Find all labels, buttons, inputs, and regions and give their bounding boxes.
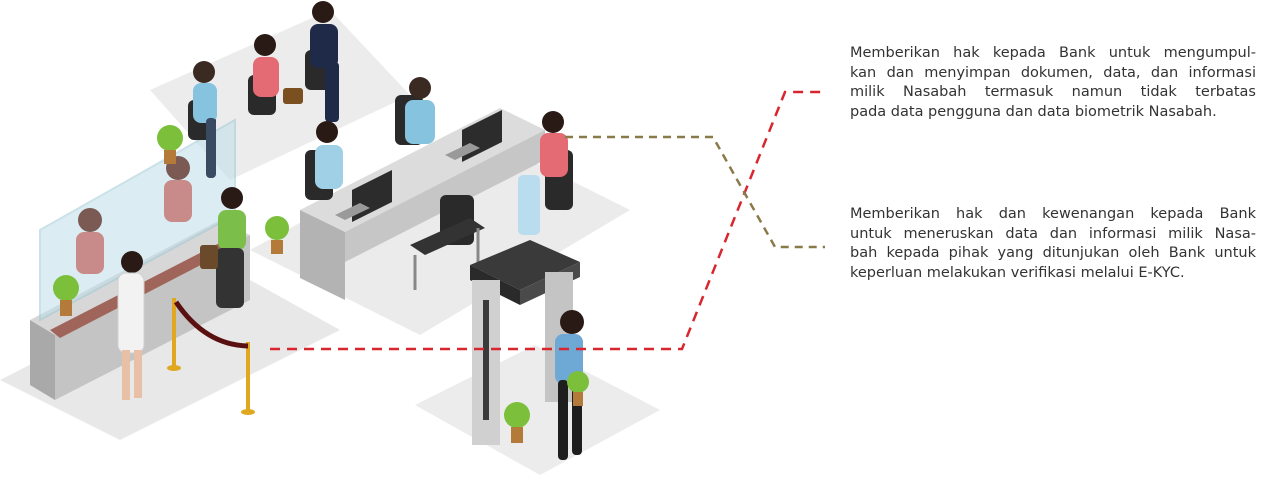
seated-customer [518, 111, 573, 235]
staff-1 [395, 77, 435, 145]
connector-olive [565, 135, 825, 249]
empty-chair [410, 195, 485, 290]
plant-5 [567, 371, 589, 406]
stanchion-1 [172, 298, 176, 368]
waiting-person-3 [305, 1, 339, 122]
queue-woman-2 [200, 187, 246, 308]
waiting-person-1 [188, 61, 217, 178]
text-paragraph-2: Memberikan hak dan kewenangan kepada Ban… [850, 205, 1256, 283]
counter-side [55, 235, 250, 400]
counter-wood [50, 235, 245, 338]
paragraph-1-line-3: milik Nasabah termasuk namun tidak terba… [850, 84, 1256, 101]
floor-left [0, 266, 340, 440]
teller-head [78, 208, 102, 232]
paragraph-2-line-4: keperluan melakukan verifikasi melalui E… [850, 264, 1185, 281]
stanchion-2-base [241, 409, 255, 415]
waiting-person-2 [248, 34, 303, 115]
teller-body [76, 232, 104, 274]
keyboard-2 [445, 143, 480, 160]
staff-2 [305, 121, 343, 200]
teller-body-2 [164, 180, 192, 222]
counter-front [30, 320, 55, 400]
paragraph-1-line-1: Memberikan hak kepada Bank untuk mengump… [850, 45, 1256, 61]
keyboard [335, 203, 370, 220]
connector-red [270, 90, 825, 351]
paragraph-1-line-4: pada data pengguna dan data biometrik Na… [850, 103, 1217, 120]
plant-3 [265, 216, 289, 254]
queue-woman-1 [117, 251, 145, 400]
plant-2 [53, 275, 79, 316]
paragraph-2-line-1: Memberikan hak dan kewenangan kepada Ban… [850, 206, 1256, 222]
stanchion-1-base [167, 365, 181, 371]
floor-gate [415, 345, 660, 475]
paragraph-1-line-2: kan dan menyimpan dokumen, data, dan inf… [850, 64, 1256, 81]
paragraph-2-line-3: bah kepada pihak yang ditunjukan oleh Ba… [850, 245, 1256, 262]
paragraph-2-line-2: untuk meneruskan data dan informasi mili… [850, 225, 1256, 242]
plant-4 [504, 402, 530, 443]
plant-1 [157, 125, 183, 164]
queue-rope [173, 300, 249, 349]
desk-front [300, 210, 345, 300]
stanchion-2 [246, 342, 250, 412]
text-paragraph-1: Memberikan hak kepada Bank untuk mengump… [850, 44, 1256, 122]
